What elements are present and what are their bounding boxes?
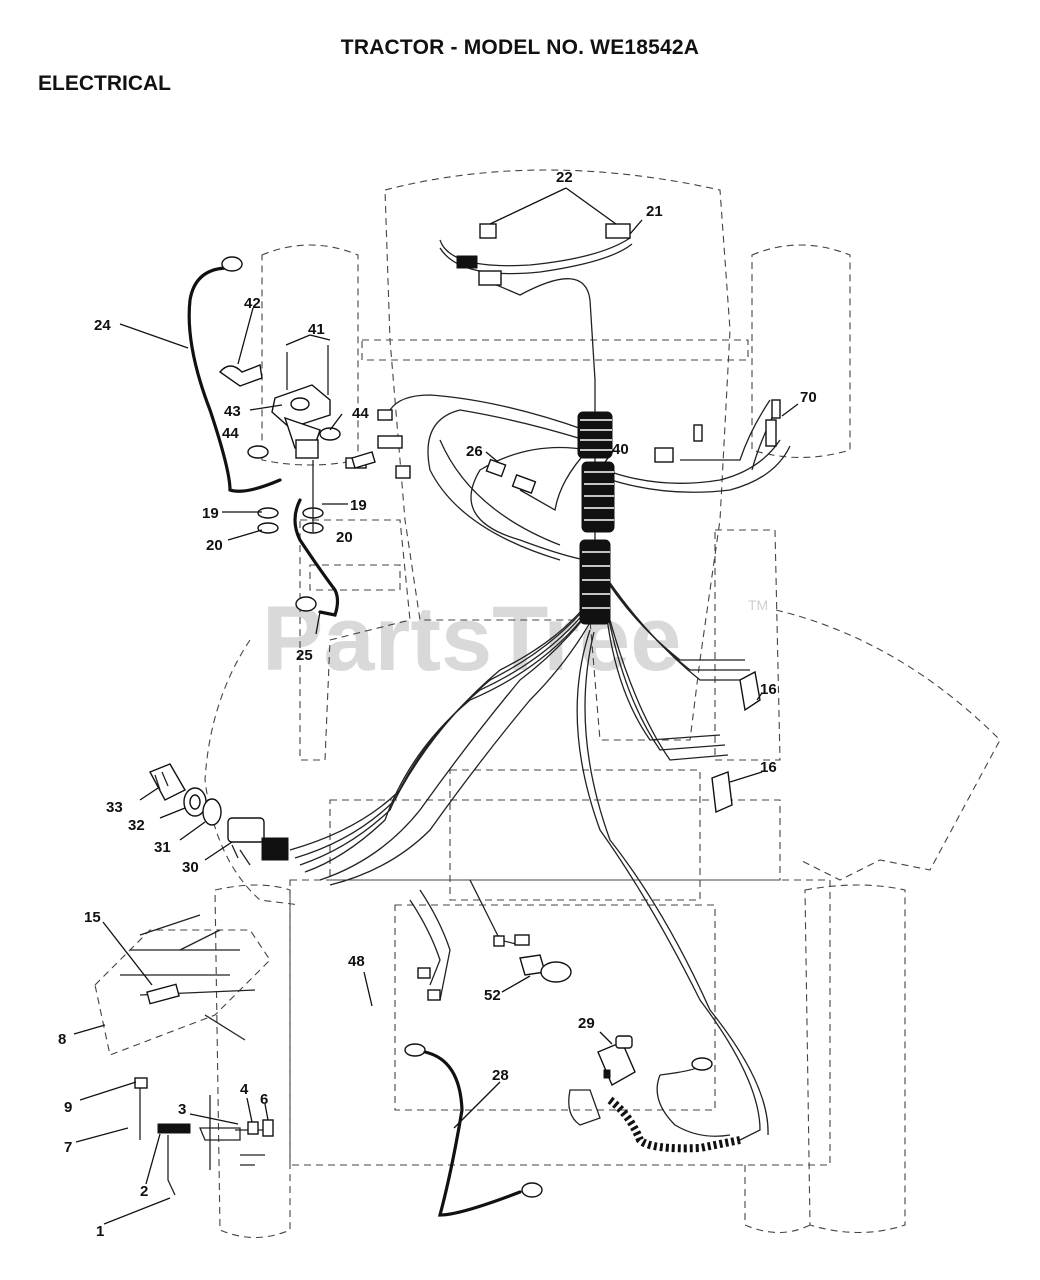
wiring-harness [289,223,791,1141]
section-heading: ELECTRICAL [38,72,171,95]
callout-labels: 1 2 3 4 6 7 8 9 15 16 16 19 19 20 20 21 … [58,169,817,1240]
diagram-title: TRACTOR - MODEL NO. WE18542A [340,36,700,59]
bulb-52 [540,961,572,983]
callout-24: 24 [94,317,111,334]
callout-41: 41 [308,321,325,338]
callout-19-left: 19 [202,505,219,522]
callout-1: 1 [96,1223,104,1240]
callout-20-right: 20 [336,529,353,546]
callout-33: 33 [106,799,123,816]
callout-52: 52 [484,987,501,1004]
callout-21: 21 [646,203,663,220]
callout-42: 42 [244,295,261,312]
callout-15: 15 [84,909,101,926]
callout-8: 8 [58,1031,66,1048]
callout-7: 7 [64,1139,72,1156]
callout-70: 70 [800,389,817,406]
convoluted-loom [577,411,615,625]
callout-25: 25 [296,647,313,664]
callout-48: 48 [348,953,365,970]
callout-4: 4 [240,1081,249,1098]
callout-16-bottom: 16 [760,759,777,776]
callout-26: 26 [466,443,483,460]
callout-44-left: 44 [222,425,239,442]
callout-29: 29 [578,1015,595,1032]
callout-9: 9 [64,1099,72,1116]
watermark-tm: TM [748,597,768,613]
callout-40: 40 [612,441,629,458]
ignition-assembly [149,763,289,866]
callout-leaders [73,187,799,1225]
callout-6: 6 [260,1091,268,1108]
callout-28: 28 [492,1067,509,1084]
solenoid-assembly [187,256,376,617]
callout-43: 43 [224,403,241,420]
callout-32: 32 [128,817,145,834]
callout-3: 3 [178,1101,186,1118]
callout-31: 31 [154,839,171,856]
callout-30: 30 [182,859,199,876]
tractor-ghost-outline [204,169,1001,1238]
callout-22: 22 [556,169,573,186]
connector-16-top [739,670,761,712]
callout-16-top: 16 [760,681,777,698]
frame-bracket [94,914,274,1196]
lower-components [404,1035,741,1217]
callout-19-right: 19 [350,497,367,514]
connector-16-bottom [711,771,733,814]
callout-2: 2 [140,1183,148,1200]
callout-20-left: 20 [206,537,223,554]
callout-44-right: 44 [352,405,369,422]
